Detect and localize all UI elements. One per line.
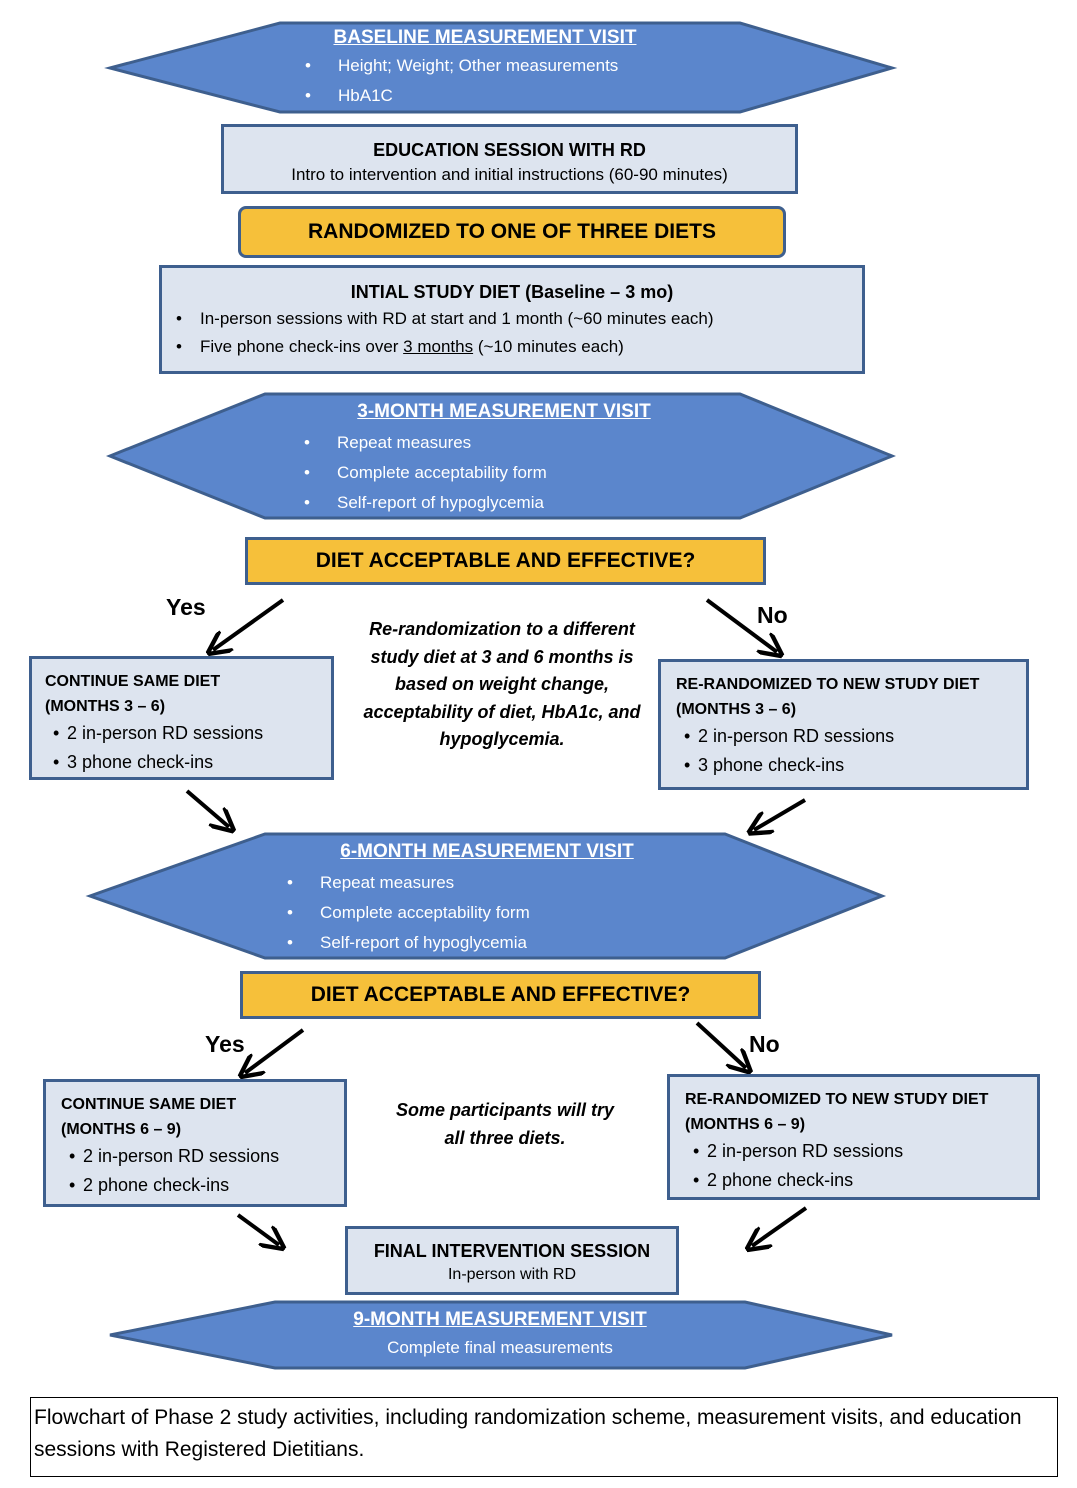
decision-box-1: DIET ACCEPTABLE AND EFFECTIVE? xyxy=(245,537,766,585)
all-three-diets-note: Some participants will try all three die… xyxy=(395,1100,615,1148)
yes-arrow-1 xyxy=(213,598,285,650)
continue-same-diet-box-2: CONTINUE SAME DIET (MONTHS 6 – 9) 2 in-p… xyxy=(43,1079,347,1207)
nine-month-visit: 9-MONTH MEASUREMENT VISIT Complete final… xyxy=(300,1308,700,1360)
list-item: In-person sessions with RD at start and … xyxy=(162,305,862,333)
initial-study-diet-title: INTIAL STUDY DIET (Baseline – 3 mo) xyxy=(350,282,674,302)
rerand-months-1: (MONTHS 3 – 6) xyxy=(676,701,797,718)
three-month-visit-title: 3-MONTH MEASUREMENT VISIT xyxy=(357,401,651,422)
no-arrow-2 xyxy=(695,1021,746,1068)
list-item-text-end: (~10 minutes each) xyxy=(473,337,624,356)
no-label-2: No xyxy=(749,1031,780,1057)
decision-label-1: DIET ACCEPTABLE AND EFFECTIVE? xyxy=(315,549,696,572)
continue-to-visit6-arrow xyxy=(185,789,229,827)
list-item: 2 in-person RD sessions xyxy=(685,1137,1037,1166)
no-arrow-1 xyxy=(705,598,777,652)
list-item: HbA1C xyxy=(305,81,665,111)
decision-box-2: DIET ACCEPTABLE AND EFFECTIVE? xyxy=(240,971,761,1019)
list-item: 2 in-person RD sessions xyxy=(45,719,331,748)
yes-label-2: Yes xyxy=(205,1031,245,1057)
list-item: Complete acceptability form xyxy=(304,458,704,488)
list-item: 2 phone check-ins xyxy=(61,1171,344,1200)
rerand-title-1: RE-RANDOMIZED TO NEW STUDY DIET xyxy=(676,676,980,693)
underlined-duration: 3 months xyxy=(403,337,474,356)
nine-month-visit-subtitle: Complete final measurements xyxy=(387,1338,613,1357)
rerand-months-2: (MONTHS 6 – 9) xyxy=(685,1116,806,1133)
baseline-visit: BASELINE MEASUREMENT VISIT Height; Weigh… xyxy=(305,26,665,111)
continue-diet-months-2: (MONTHS 6 – 9) xyxy=(61,1121,182,1138)
list-item-text: Five phone check-ins over xyxy=(200,337,404,356)
rerand-title-2: RE-RANDOMIZED TO NEW STUDY DIET xyxy=(685,1091,989,1108)
initial-study-diet-items: In-person sessions with RD at start and … xyxy=(162,305,862,361)
six-month-visit: 6-MONTH MEASUREMENT VISIT Repeat measure… xyxy=(287,840,687,958)
baseline-visit-items: Height; Weight; Other measurements HbA1C xyxy=(305,51,665,111)
final-intervention-box: FINAL INTERVENTION SESSION In-person wit… xyxy=(345,1226,679,1295)
list-item: Height; Weight; Other measurements xyxy=(305,51,665,81)
education-session-title: EDUCATION SESSION WITH RD xyxy=(373,140,646,160)
continue-same-diet-box-1: CONTINUE SAME DIET (MONTHS 3 – 6) 2 in-p… xyxy=(29,656,334,780)
yes-arrow-2 xyxy=(245,1028,305,1073)
continue-diet-title-1: CONTINUE SAME DIET xyxy=(45,673,221,690)
education-session-subtitle: Intro to intervention and initial instru… xyxy=(291,165,728,184)
randomized-box: RANDOMIZED TO ONE OF THREE DIETS xyxy=(238,206,786,258)
list-item: Complete acceptability form xyxy=(287,898,687,928)
nine-month-visit-hexagon xyxy=(109,1300,893,1370)
three-month-visit-items: Repeat measures Complete acceptability f… xyxy=(304,428,704,518)
list-item: Repeat measures xyxy=(304,428,704,458)
no-label-1: No xyxy=(757,602,788,628)
continue-diet-items-2: 2 in-person RD sessions 2 phone check-in… xyxy=(61,1142,344,1200)
list-item: 3 phone check-ins xyxy=(45,748,331,777)
re-randomization-note: Re-randomization to a different study di… xyxy=(363,619,641,749)
final-intervention-title: FINAL INTERVENTION SESSION xyxy=(373,1241,651,1261)
figure-caption: Flowchart of Phase 2 study activities, i… xyxy=(30,1397,1058,1477)
rerand-items-2: 2 in-person RD sessions 2 phone check-in… xyxy=(685,1137,1037,1195)
re-randomized-box-1: RE-RANDOMIZED TO NEW STUDY DIET (MONTHS … xyxy=(658,659,1029,790)
continue-diet-months-1: (MONTHS 3 – 6) xyxy=(45,698,166,715)
list-item: Five phone check-ins over 3 months (~10 … xyxy=(162,333,862,361)
continue-to-final-arrow xyxy=(236,1213,279,1245)
list-item: Self-report of hypoglycemia xyxy=(287,928,687,958)
final-intervention-subtitle: In-person with RD xyxy=(447,1266,577,1283)
education-session-box: EDUCATION SESSION WITH RD Intro to inter… xyxy=(221,124,798,194)
rerand-items-1: 2 in-person RD sessions 3 phone check-in… xyxy=(676,722,1026,780)
three-month-visit: 3-MONTH MEASUREMENT VISIT Repeat measure… xyxy=(304,400,704,518)
rerand-to-final-arrow xyxy=(752,1206,808,1246)
nine-month-visit-title: 9-MONTH MEASUREMENT VISIT xyxy=(353,1309,647,1330)
rerand-to-visit6-arrow xyxy=(754,798,807,830)
yes-label-1: Yes xyxy=(166,594,206,620)
initial-study-diet-box: INTIAL STUDY DIET (Baseline – 3 mo) In-p… xyxy=(159,265,865,374)
list-item: Self-report of hypoglycemia xyxy=(304,488,704,518)
list-item: 2 in-person RD sessions xyxy=(61,1142,344,1171)
decision-label-2: DIET ACCEPTABLE AND EFFECTIVE? xyxy=(310,983,691,1006)
list-item: Repeat measures xyxy=(287,868,687,898)
randomized-label: RANDOMIZED TO ONE OF THREE DIETS xyxy=(308,220,716,243)
continue-diet-items-1: 2 in-person RD sessions 3 phone check-in… xyxy=(45,719,331,777)
list-item: 2 phone check-ins xyxy=(685,1166,1037,1195)
six-month-visit-items: Repeat measures Complete acceptability f… xyxy=(287,868,687,958)
list-item: 3 phone check-ins xyxy=(676,751,1026,780)
continue-diet-title-2: CONTINUE SAME DIET xyxy=(61,1096,237,1113)
list-item: 2 in-person RD sessions xyxy=(676,722,1026,751)
baseline-visit-title: BASELINE MEASUREMENT VISIT xyxy=(333,27,637,48)
re-randomized-box-2: RE-RANDOMIZED TO NEW STUDY DIET (MONTHS … xyxy=(667,1074,1040,1200)
six-month-visit-title: 6-MONTH MEASUREMENT VISIT xyxy=(340,841,634,862)
